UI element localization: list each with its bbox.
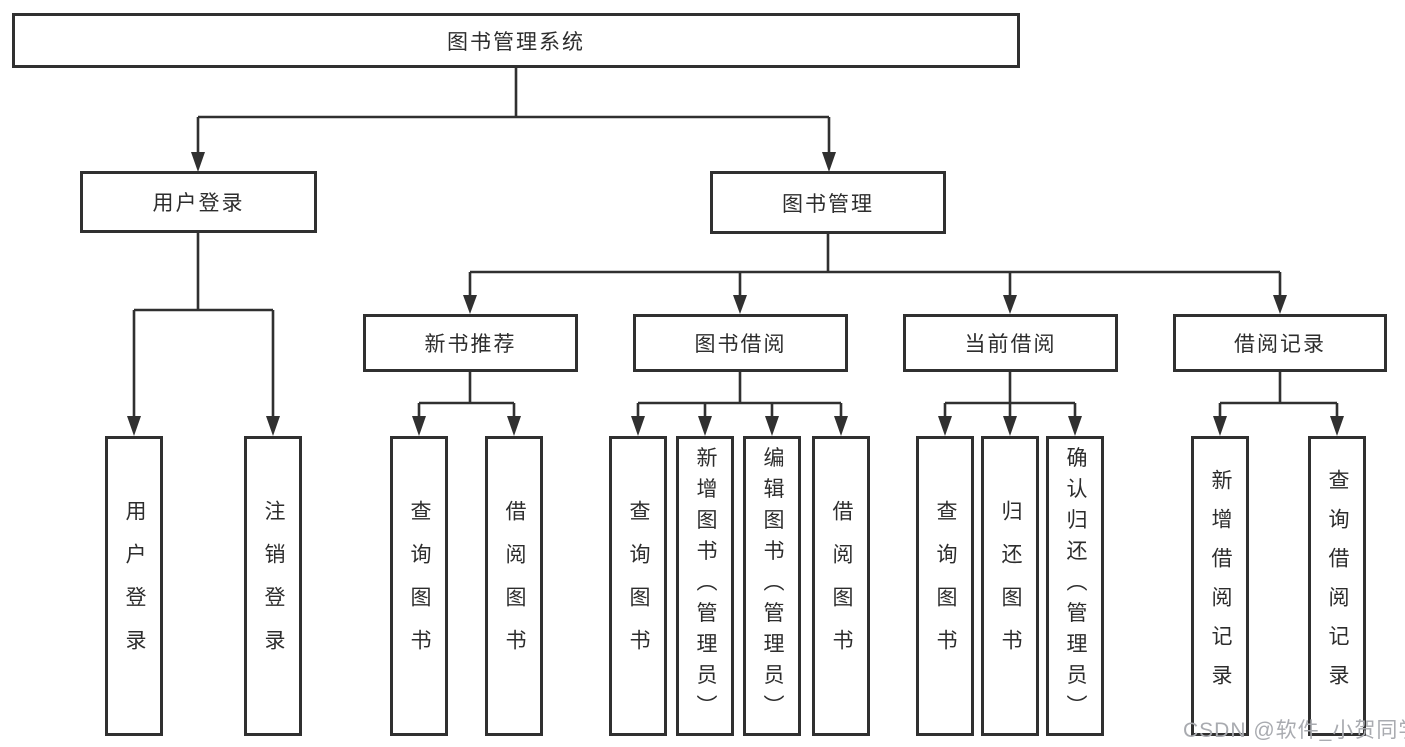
leaf-borrow-books-label: 借阅图书 [830, 500, 853, 672]
current-borrow-branch [943, 372, 1077, 419]
node-book-management: 图书管理 [710, 171, 946, 234]
leaf-query-books-recommend: 查询图书 [390, 436, 448, 736]
leaf-query-books-current-label: 查询图书 [934, 500, 957, 672]
leaf-borrow-books: 借阅图书 [812, 436, 870, 736]
leaf-add-books-admin-label: 新增图书（管理员） [694, 446, 717, 726]
borrow-record-branch [1218, 372, 1339, 419]
leaf-return-books-label: 归还图书 [999, 500, 1022, 672]
new-book-branch [417, 372, 516, 419]
level2-arrow-shafts [196, 117, 831, 155]
leaf-edit-books-admin: 编辑图书（管理员） [743, 436, 801, 736]
leaf-query-books-borrow: 查询图书 [609, 436, 667, 736]
node-book-management-label: 图书管理 [782, 192, 874, 216]
node-current-borrow: 当前借阅 [903, 314, 1118, 372]
leaf-query-books-recommend-label: 查询图书 [408, 500, 431, 672]
leaf-borrow-books-recommend: 借阅图书 [485, 436, 543, 736]
node-book-borrow: 图书借阅 [633, 314, 848, 372]
root-trunk-line [198, 68, 829, 119]
root-node-label: 图书管理系统 [447, 30, 585, 54]
leaf-user-login: 用户登录 [105, 436, 163, 736]
node-new-book-recommend-label: 新书推荐 [424, 333, 517, 356]
leaf-query-books-borrow-label: 查询图书 [627, 500, 650, 672]
node-user-login-label: 用户登录 [152, 192, 245, 215]
root-node-library-system: 图书管理系统 [12, 13, 1020, 68]
leaf-edit-books-admin-label: 编辑图书（管理员） [761, 446, 784, 726]
node-borrow-record-label: 借阅记录 [1234, 333, 1326, 356]
leaf-borrow-books-recommend-label: 借阅图书 [503, 500, 526, 672]
book-borrow-branch [636, 372, 843, 419]
book-management-branch [468, 234, 1282, 298]
node-new-book-recommend: 新书推荐 [363, 314, 578, 372]
leaf-query-books-current: 查询图书 [916, 436, 974, 736]
leaf-query-borrow-record-label: 查询借阅记录 [1326, 469, 1349, 703]
leaf-logout-label: 注销登录 [262, 500, 285, 672]
arrowheads [127, 152, 1344, 436]
node-book-borrow-label: 图书借阅 [694, 333, 787, 356]
leaf-user-login-label: 用户登录 [123, 500, 146, 672]
node-user-login: 用户登录 [80, 171, 317, 233]
leaf-query-borrow-record: 查询借阅记录 [1308, 436, 1366, 736]
leaf-add-borrow-record-label: 新增借阅记录 [1209, 469, 1232, 703]
user-login-branch [132, 233, 275, 419]
leaf-add-borrow-record: 新增借阅记录 [1191, 436, 1249, 736]
leaf-confirm-return-admin: 确认归还（管理员） [1046, 436, 1104, 736]
leaf-add-books-admin: 新增图书（管理员） [676, 436, 734, 736]
leaf-logout: 注销登录 [244, 436, 302, 736]
leaf-return-books: 归还图书 [981, 436, 1039, 736]
node-borrow-record: 借阅记录 [1173, 314, 1387, 372]
leaf-confirm-return-admin-label: 确认归还（管理员） [1064, 446, 1087, 726]
csdn-watermark: CSDN @软件_小贺同学 [1183, 719, 1405, 742]
node-current-borrow-label: 当前借阅 [964, 333, 1057, 356]
